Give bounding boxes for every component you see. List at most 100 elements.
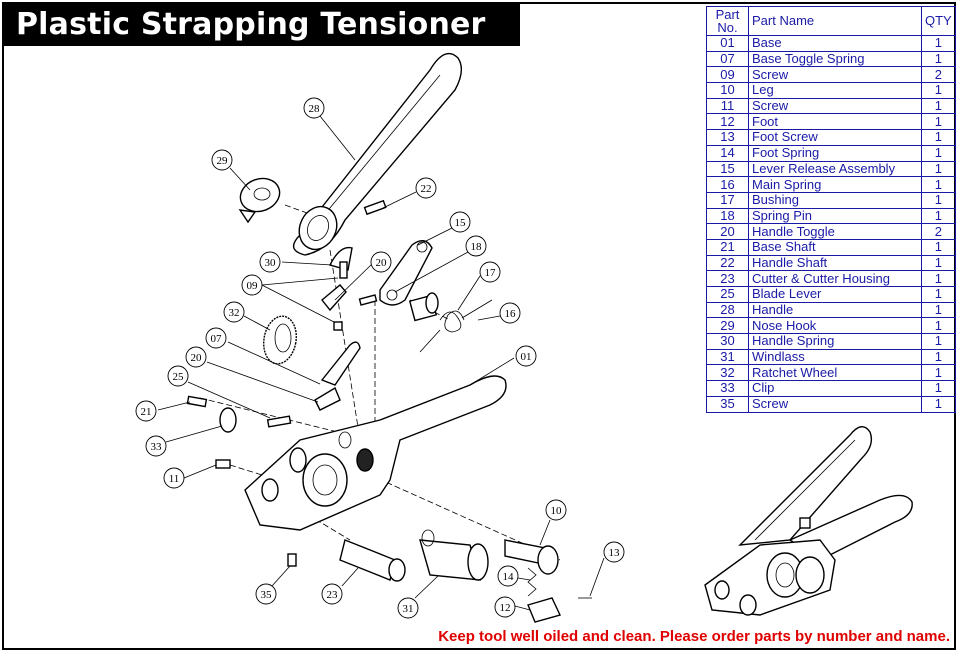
part-no-cell: 28	[706, 301, 749, 319]
callout-25: 25	[167, 365, 189, 387]
page-title: Plastic Strapping Tensioner	[4, 4, 520, 46]
part-name-cell: Bushing	[748, 191, 922, 209]
part-name-cell: Handle Spring	[748, 333, 922, 350]
blade-lever-part	[266, 415, 292, 428]
svg-text:16: 16	[505, 308, 517, 320]
qty-cell: 1	[921, 301, 956, 319]
qty-cell: 1	[921, 82, 956, 99]
qty-cell: 2	[921, 66, 956, 84]
part-no-cell: 12	[706, 113, 749, 131]
qty-cell: 1	[921, 144, 956, 162]
part-no-cell: 20	[706, 223, 749, 240]
qty-cell: 1	[921, 317, 956, 335]
part-name-cell: Screw	[748, 97, 922, 115]
qty-cell: 1	[921, 35, 956, 52]
part-no-cell: 29	[706, 317, 749, 335]
svg-text:28: 28	[309, 103, 321, 115]
lever-release-part	[358, 240, 433, 306]
part-name-cell: Ratchet Wheel	[748, 364, 922, 382]
part-no-cell: 35	[706, 395, 749, 413]
base-shaft-part	[186, 395, 208, 408]
callout-12: 12	[494, 596, 516, 618]
callout-32: 32	[223, 301, 245, 323]
svg-text:20: 20	[376, 257, 388, 269]
part-no-cell: 21	[706, 238, 749, 256]
svg-text:22: 22	[421, 183, 432, 195]
svg-text:25: 25	[173, 371, 185, 383]
callout-22: 22	[415, 177, 437, 199]
svg-text:01: 01	[521, 351, 532, 363]
svg-text:33: 33	[151, 441, 163, 453]
callout-21: 21	[135, 400, 157, 422]
qty-cell: 1	[921, 380, 956, 397]
callout-20-upper: 20	[370, 251, 392, 273]
svg-text:11: 11	[169, 473, 180, 485]
handle-toggle-upper-part	[321, 284, 347, 312]
screw-11-part	[215, 459, 231, 469]
leg-part	[504, 539, 559, 575]
qty-cell: 1	[921, 191, 956, 209]
callout-16: 16	[499, 302, 521, 324]
svg-text:17: 17	[485, 267, 497, 279]
handle-shaft-part	[363, 199, 387, 216]
qty-cell: 1	[921, 160, 956, 178]
callout-29: 29	[211, 149, 233, 171]
callout-18: 18	[465, 235, 487, 257]
part-no-cell: 16	[706, 176, 749, 193]
header-part-name: Part Name	[748, 6, 922, 36]
callout-17: 17	[479, 261, 501, 283]
callout-09: 09	[241, 274, 263, 296]
svg-text:21: 21	[141, 406, 152, 418]
callout-07: 07	[205, 327, 227, 349]
svg-text:12: 12	[500, 602, 511, 614]
part-name-cell: Foot Screw	[748, 129, 922, 146]
callout-28: 28	[303, 97, 325, 119]
callout-33: 33	[145, 435, 167, 457]
qty-cell: 2	[921, 223, 956, 240]
part-no-cell: 18	[706, 207, 749, 225]
clip-part	[219, 407, 237, 433]
footer-note: Keep tool well oiled and clean. Please o…	[438, 628, 950, 645]
part-no-cell: 15	[706, 160, 749, 178]
part-no-cell: 09	[706, 66, 749, 84]
callout-15: 15	[449, 211, 471, 233]
part-name-cell: Screw	[748, 66, 922, 84]
part-no-cell: 13	[706, 129, 749, 146]
part-name-cell: Cutter & Cutter Housing	[748, 270, 922, 287]
qty-cell: 1	[921, 238, 956, 256]
part-name-cell: Blade Lever	[748, 286, 922, 303]
part-name-cell: Handle	[748, 301, 922, 319]
svg-text:18: 18	[471, 241, 483, 253]
qty-cell: 1	[921, 270, 956, 287]
part-no-cell: 25	[706, 286, 749, 303]
part-no-cell: 31	[706, 348, 749, 366]
qty-cell: 1	[921, 333, 956, 350]
callout-30: 30	[259, 251, 281, 273]
svg-text:09: 09	[247, 280, 259, 292]
handle-spring-part	[328, 246, 353, 331]
callout-20-lower: 20	[185, 346, 207, 368]
part-name-cell: Base	[748, 35, 922, 52]
cutter-housing-part	[339, 539, 406, 582]
callout-35: 35	[255, 583, 277, 605]
svg-text:15: 15	[455, 217, 467, 229]
nose-hook-part	[238, 177, 281, 224]
qty-cell: 1	[921, 113, 956, 131]
handle-toggle-lower-part	[314, 386, 341, 411]
svg-text:14: 14	[503, 571, 515, 583]
